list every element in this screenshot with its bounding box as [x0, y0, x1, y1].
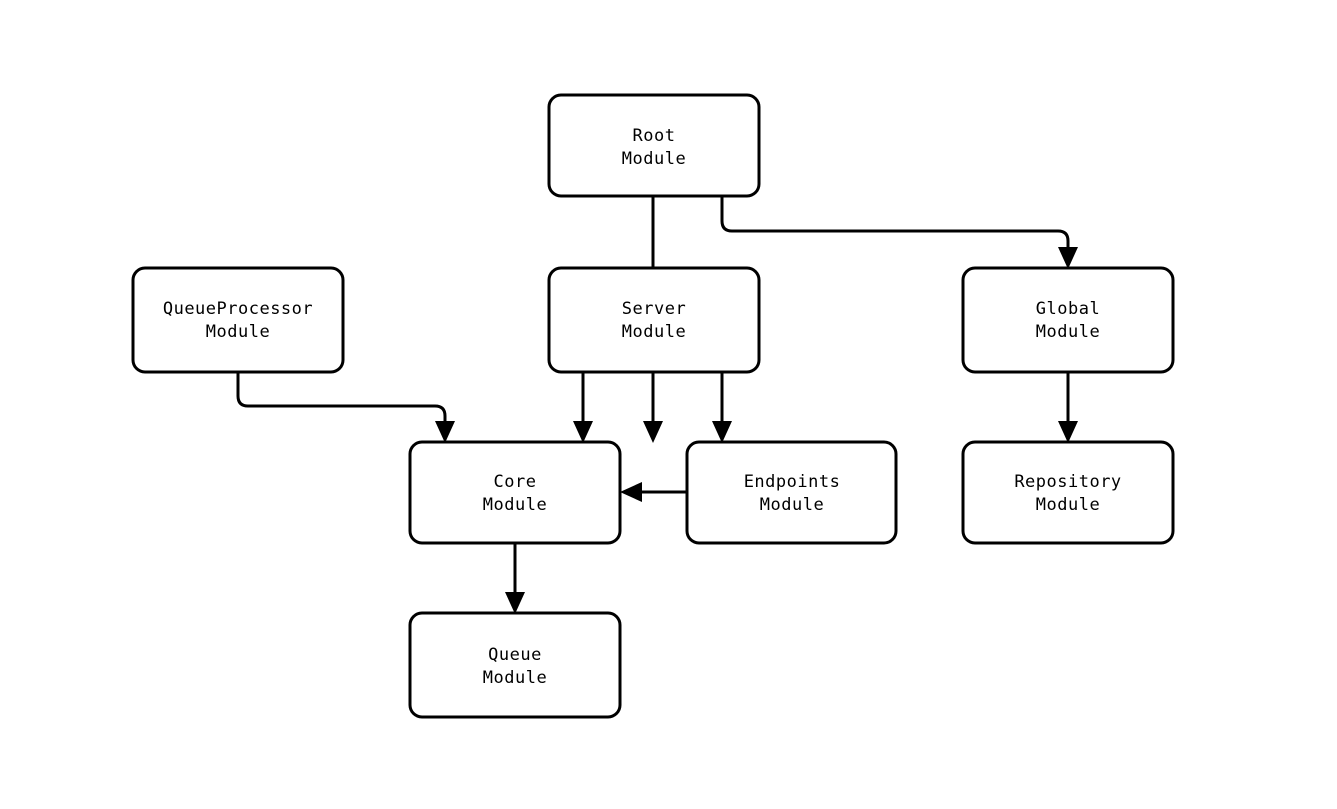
node-label-line2: Module: [1036, 495, 1100, 515]
edge-server-to-endpoints: [712, 372, 732, 443]
node-queue-module[interactable]: Queue Module: [408, 611, 622, 719]
node-label-line2: Module: [622, 322, 686, 342]
arrow-head-icon: [1058, 247, 1078, 269]
arrow-head-icon: [573, 421, 593, 443]
node-box[interactable]: [408, 611, 622, 719]
arrow-head-icon: [643, 421, 663, 443]
edge-line: [236, 372, 447, 430]
node-label-line1: Root: [633, 126, 676, 146]
node-label-line2: Module: [622, 149, 686, 169]
node-box[interactable]: [961, 266, 1175, 374]
edge-global-to-repository: [1058, 372, 1078, 443]
edge-endpoints-to-core: [620, 482, 687, 502]
node-label-line1: Queue: [488, 645, 542, 665]
node-label-line1: Endpoints: [744, 472, 841, 492]
node-endpoints-module[interactable]: Endpoints Module: [685, 440, 898, 545]
node-label-line1: Server: [622, 299, 686, 319]
arrow-head-icon: [505, 592, 525, 614]
node-repository-module[interactable]: Repository Module: [961, 440, 1175, 545]
edge-layer: [236, 196, 1078, 614]
node-label-line2: Module: [760, 495, 824, 515]
edge-server-to-core: [573, 372, 593, 443]
arrow-head-icon: [435, 421, 455, 443]
arrow-head-icon: [712, 421, 732, 443]
edge-root-to-global: [720, 196, 1078, 269]
edge-core-to-queue: [505, 543, 525, 614]
arrow-head-icon: [1058, 421, 1078, 443]
node-box[interactable]: [408, 440, 622, 545]
node-label-line2: Module: [206, 322, 270, 342]
arrow-head-icon: [620, 482, 642, 502]
node-label-line1: Repository: [1014, 472, 1121, 492]
node-label-line1: Global: [1036, 299, 1100, 319]
node-box[interactable]: [547, 266, 761, 374]
node-label-line2: Module: [1036, 322, 1100, 342]
node-box[interactable]: [961, 440, 1175, 545]
node-root-module[interactable]: Root Module: [547, 93, 761, 198]
node-layer: Root Module QueueProcessor Module Server…: [131, 93, 1175, 719]
node-core-module[interactable]: Core Module: [408, 440, 622, 545]
node-global-module[interactable]: Global Module: [961, 266, 1175, 374]
node-label-line1: QueueProcessor: [163, 299, 313, 319]
node-server-module[interactable]: Server Module: [547, 266, 761, 374]
node-label-line1: Core: [494, 472, 537, 492]
node-box[interactable]: [547, 93, 761, 198]
node-label-line2: Module: [483, 495, 547, 515]
node-label-line2: Module: [483, 668, 547, 688]
node-box[interactable]: [685, 440, 898, 545]
edge-line: [720, 196, 1070, 256]
node-box[interactable]: [131, 266, 345, 374]
edge-queueprocessor-to-core: [236, 372, 455, 443]
node-queueprocessor-module[interactable]: QueueProcessor Module: [131, 266, 345, 374]
